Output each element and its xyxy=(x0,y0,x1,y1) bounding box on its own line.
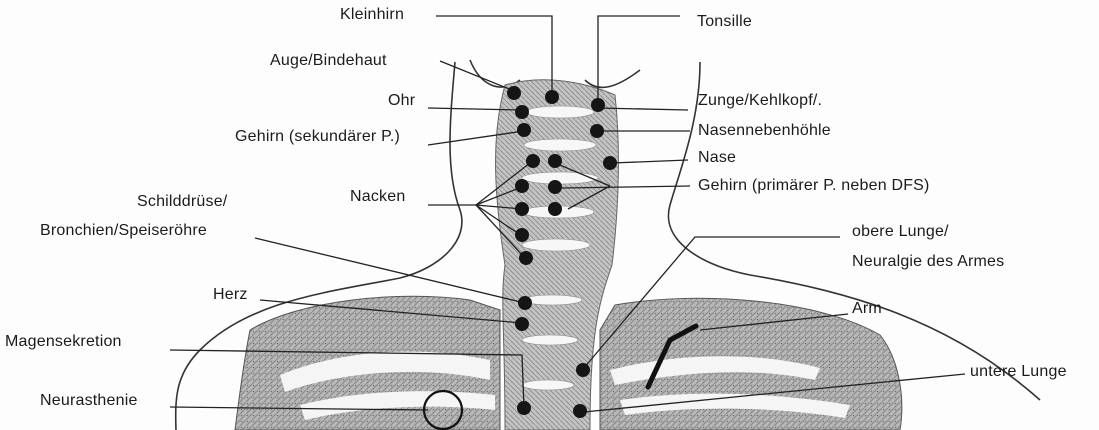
point-magensekretion xyxy=(517,401,531,415)
label-magensekretion: Magensekretion xyxy=(5,333,122,351)
point-herz xyxy=(515,317,529,331)
point-obere-lunge xyxy=(576,363,590,377)
label-obere-lunge: obere Lunge/ xyxy=(852,223,949,241)
point-nacken-1 xyxy=(526,154,540,168)
point-nasennebenhoehle xyxy=(590,124,604,138)
label-gehirn-primaer: Gehirn (primärer P. neben DFS) xyxy=(698,177,930,195)
label-nasennebenhoehle: Nasennebenhöhle xyxy=(698,122,831,140)
label-tonsille: Tonsille xyxy=(697,13,752,31)
label-untere-lunge: untere Lunge xyxy=(970,363,1067,381)
label-bronchien-speiseroehre: Bronchien/Speiseröhre xyxy=(40,222,207,240)
label-kleinhirn: Kleinhirn xyxy=(340,6,404,24)
point-ohr xyxy=(515,105,529,119)
label-gehirn-sekundaer: Gehirn (sekundärer P.) xyxy=(235,128,400,146)
point-kleinhirn xyxy=(545,90,559,104)
point-tonsille xyxy=(591,98,605,112)
point-gehirn-prim-2 xyxy=(548,180,562,194)
point-nacken-5 xyxy=(519,251,533,265)
label-arm: Arm xyxy=(852,300,882,318)
label-nase: Nase xyxy=(698,149,736,167)
point-nacken-3 xyxy=(515,202,529,216)
point-gehirn-sek xyxy=(517,123,531,137)
label-auge-bindehaut: Auge/Bindehaut xyxy=(270,52,387,70)
label-herz: Herz xyxy=(213,286,248,304)
point-nacken-4 xyxy=(515,228,529,242)
label-nacken: Nacken xyxy=(350,188,405,206)
point-gehirn-prim-3 xyxy=(548,202,562,216)
point-nacken-2 xyxy=(515,179,529,193)
point-untere-lunge xyxy=(573,404,587,418)
point-gehirn-prim-1 xyxy=(548,154,562,168)
label-zunge-kehlkopf: Zunge/Kehlkopf/. xyxy=(698,92,822,110)
label-ohr: Ohr xyxy=(388,92,415,110)
point-bronchien xyxy=(518,296,532,310)
point-auge xyxy=(507,86,521,100)
label-neurasthenie: Neurasthenie xyxy=(40,392,138,410)
point-nase xyxy=(603,156,617,170)
label-schilddruese: Schilddrüse/ xyxy=(137,193,227,211)
label-neuralgie-des-armes: Neuralgie des Armes xyxy=(852,253,1004,271)
